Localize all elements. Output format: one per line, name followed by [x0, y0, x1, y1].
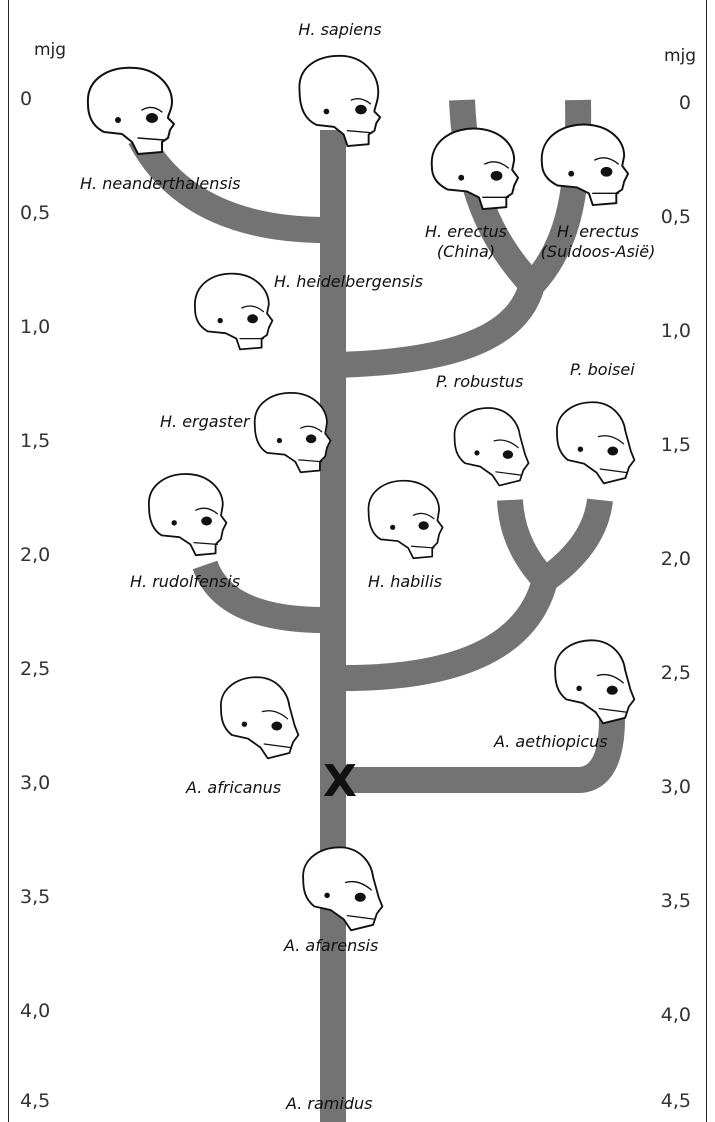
label-p-robustus: P. robustus [436, 372, 524, 391]
skull-icon [294, 842, 386, 934]
tick-left-0: 0 [20, 88, 33, 110]
label-a-afarensis: A. afarensis [284, 936, 379, 955]
tick-left-9: 4,5 [20, 1090, 51, 1112]
frame-border-left [8, 0, 9, 1122]
skull-icon [78, 52, 178, 164]
skull-icon [288, 40, 384, 160]
skull-icon [546, 632, 638, 730]
tick-right-5: 2,5 [660, 662, 691, 684]
tick-right-8: 4,0 [660, 1004, 691, 1026]
label-h-rudolfensis: H. rudolfensis [130, 572, 241, 591]
skull-icon [548, 390, 638, 494]
tick-right-9: 4,5 [660, 1090, 691, 1112]
axis-unit-left: mjg [34, 40, 67, 60]
aethiopicus-branch [333, 717, 625, 793]
skull-icon [246, 380, 334, 480]
boisei-branch [537, 498, 613, 591]
tick-right-6: 3,0 [660, 776, 691, 798]
tick-left-8: 4,0 [20, 1000, 51, 1022]
label-h-neanderthalensis: H. neanderthalensis [80, 174, 241, 193]
label-h-ergaster: H. ergaster [160, 412, 250, 431]
skull-icon [186, 262, 276, 354]
tick-right-2: 1,0 [660, 320, 691, 342]
skull-icon [360, 470, 446, 564]
label-h-erectus-china-region: (China) [436, 242, 496, 261]
tick-left-2: 1,0 [20, 316, 51, 338]
label-p-boisei: P. boisei [570, 360, 635, 379]
skull-icon [212, 670, 302, 764]
label-h-sapiens: H. sapiens [298, 20, 382, 39]
tick-right-7: 3,5 [660, 890, 691, 912]
paranthropus-branch [332, 576, 558, 692]
tick-left-4: 2,0 [20, 544, 51, 566]
label-h-heidelbergensis: H. heidelbergensis [274, 272, 423, 291]
tick-right-0: 0 [678, 92, 691, 114]
skull-icon [534, 110, 632, 210]
skull-icon [140, 464, 230, 560]
label-a-aethiopicus: A. aethiopicus [494, 732, 608, 751]
rudolfensis-branch [192, 559, 334, 634]
neanderthal-branch [128, 131, 334, 244]
label-h-erectus-sea-region: (Suidoos-Asië) [540, 242, 656, 261]
tick-right-1: 0,5 [660, 206, 691, 228]
extinction-marker: X [323, 756, 357, 807]
tick-left-1: 0,5 [20, 202, 51, 224]
label-h-habilis: H. habilis [368, 572, 442, 591]
tick-left-5: 2,5 [20, 658, 51, 680]
label-h-erectus-sea: H. erectus [556, 222, 639, 241]
robustus-branch [497, 499, 555, 589]
label-h-erectus-china: H. erectus [424, 222, 507, 241]
label-a-ramidus: A. ramidus [286, 1094, 373, 1113]
tick-right-3: 1,5 [660, 434, 691, 456]
tick-left-3: 1,5 [20, 430, 51, 452]
frame-border-right [706, 0, 707, 1122]
tick-left-6: 3,0 [20, 772, 51, 794]
erectus-branch [332, 281, 545, 378]
tick-left-7: 3,5 [20, 886, 51, 908]
axis-unit-right: mjg [664, 46, 697, 66]
skull-icon [446, 396, 532, 496]
tick-right-4: 2,0 [660, 548, 691, 570]
label-a-africanus: A. africanus [186, 778, 282, 797]
skull-icon [424, 114, 522, 214]
